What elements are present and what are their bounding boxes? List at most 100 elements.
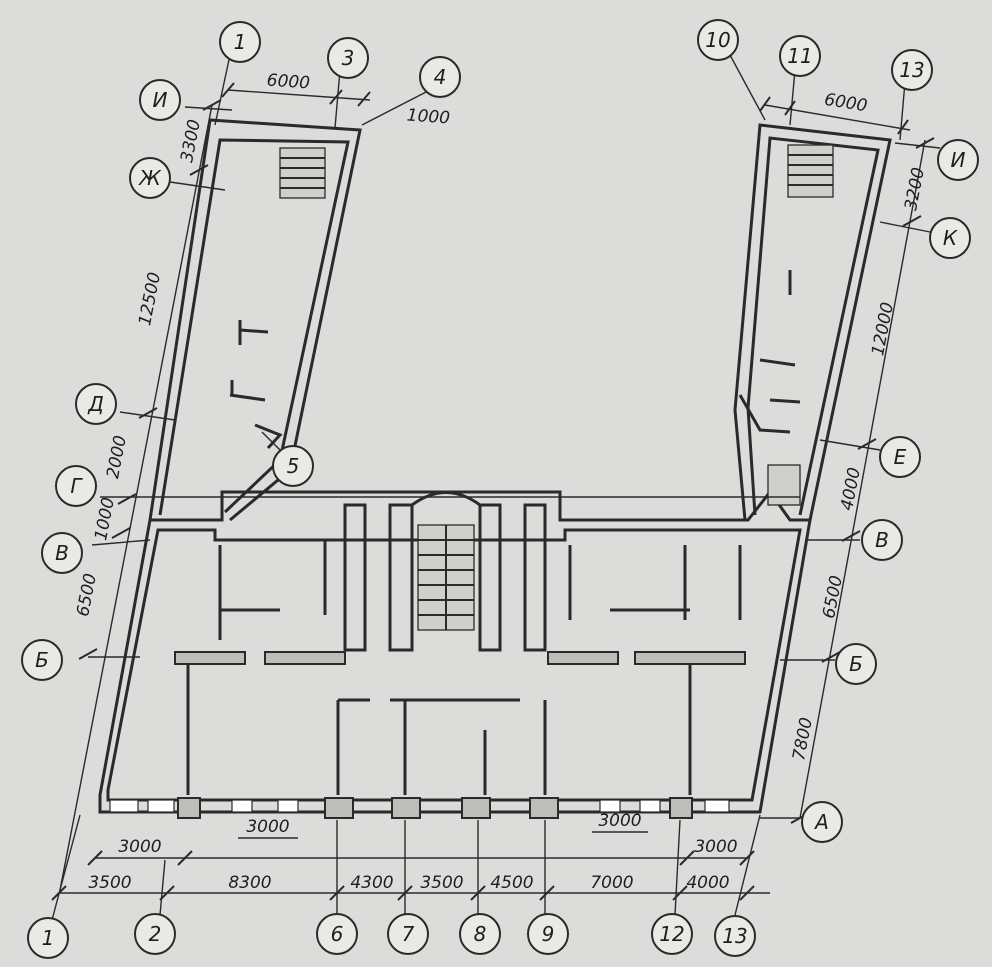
axis-bubble-bottom-6: 6 (316, 913, 358, 955)
svg-text:Ж: Ж (137, 166, 162, 190)
svg-text:Е: Е (894, 445, 907, 469)
svg-text:К: К (943, 226, 958, 250)
axis-bubble-top-10: 10 (697, 19, 739, 61)
axis-bubble-top-11: 11 (779, 35, 821, 77)
left-dimension-ticks (78, 99, 222, 660)
dim-bottom-3500: 3500 (88, 873, 131, 893)
dim-left-2000: 2000 (103, 434, 131, 480)
axis-bubble-left-b: Б (21, 639, 63, 681)
svg-text:Д: Д (87, 392, 104, 416)
left-axis-extension-lines (88, 106, 800, 658)
dim-bottom-8300: 8300 (228, 873, 271, 893)
top-right-ticks (759, 96, 909, 135)
right-wing-stair (738, 144, 834, 506)
central-stair-block (343, 491, 547, 652)
svg-text:5: 5 (287, 454, 300, 478)
svg-text:13: 13 (722, 924, 747, 948)
axis-bubble-left-zh: Ж (129, 157, 171, 199)
dim-left-6500: 6500 (73, 572, 101, 618)
axis-bubble-left-v: В (41, 532, 83, 574)
right-wing-outer-wall (733, 123, 892, 521)
axis-bubble-bottom-12: 12 (651, 913, 693, 955)
corridor-walls (174, 540, 746, 795)
axis-bubble-bottom-7: 7 (387, 913, 429, 955)
left-wing-outer-wall (148, 118, 362, 522)
dim-left-12500: 12500 (135, 271, 165, 328)
facade-piers (109, 797, 730, 819)
axis-bubble-right-v: В (861, 519, 903, 561)
svg-text:12: 12 (659, 922, 684, 946)
top-left-dimension-line (227, 89, 371, 101)
right-wing-inner-wall (746, 136, 880, 516)
svg-text:6: 6 (331, 922, 344, 946)
svg-text:3: 3 (342, 46, 355, 70)
axis-bubble-right-a: А (801, 801, 843, 843)
dim-bottom-4000: 4000 (686, 873, 729, 893)
dim-left-1000: 1000 (91, 496, 119, 542)
top-left-ticks (221, 82, 371, 107)
axis-bubble-right-b: Б (835, 643, 877, 685)
right-dimension-line (799, 139, 926, 819)
svg-text:В: В (875, 528, 889, 552)
svg-text:В: В (55, 541, 69, 565)
axis-bubble-bottom-1: 1 (27, 917, 69, 959)
svg-text:8: 8 (474, 922, 487, 946)
svg-text:13: 13 (899, 58, 924, 82)
dim-bottom-4500: 4500 (490, 873, 533, 893)
dim-bottom-7000: 7000 (590, 873, 633, 893)
svg-text:11: 11 (787, 44, 812, 68)
svg-text:4: 4 (434, 65, 447, 89)
svg-text:1: 1 (234, 30, 247, 54)
dim-inner-3000-a: 3000 (118, 837, 161, 857)
svg-text:2: 2 (149, 922, 162, 946)
dim-right-3200: 3200 (901, 166, 929, 212)
svg-text:10: 10 (705, 28, 730, 52)
dim-right-7800: 7800 (789, 716, 817, 762)
dim-top-right-6000: 6000 (823, 90, 869, 117)
svg-text:Б: Б (35, 648, 49, 672)
bottom-axis-extension-lines (51, 814, 761, 921)
left-wing-inner-wall (158, 138, 350, 516)
axis-bubble-left-d: Д (75, 383, 117, 425)
axis-bubble-top-13: 13 (891, 49, 933, 91)
svg-text:1: 1 (42, 926, 55, 950)
axis-bubble-top-1: 1 (219, 21, 261, 63)
axis-bubble-left-i: И (139, 79, 181, 121)
dim-left-3300: 3300 (177, 118, 205, 164)
dim-bottom-3500b: 3500 (420, 873, 463, 893)
dim-top-left-1000: 1000 (406, 106, 451, 129)
dim-right-6500: 6500 (819, 574, 847, 620)
callout-bubble-5: 5 (272, 445, 314, 487)
axis-bubble-right-e: Е (879, 436, 921, 478)
top-right-extension-lines (729, 54, 906, 141)
left-wing-stair (229, 147, 326, 450)
top-left-extension-lines (214, 54, 431, 129)
right-axis-extension-lines (760, 142, 941, 819)
dim-inner-3000-b: 3000 (246, 817, 289, 837)
dim-inner-3000-c: 3000 (598, 811, 641, 831)
axis-bubble-bottom-2: 2 (134, 913, 176, 955)
svg-text:Б: Б (849, 652, 863, 676)
svg-text:7: 7 (402, 922, 415, 946)
axis-bubble-left-g: Г (55, 465, 97, 507)
dim-right-12000: 12000 (868, 301, 898, 358)
svg-text:И: И (951, 148, 966, 172)
axis-bubble-right-k: К (929, 217, 971, 259)
dim-right-4000: 4000 (837, 466, 865, 512)
dim-bottom-4300: 4300 (350, 873, 393, 893)
svg-text:А: А (813, 810, 829, 834)
axis-bubble-top-3: 3 (327, 37, 369, 79)
axis-bubble-top-4: 4 (419, 56, 461, 98)
dim-top-left-6000: 6000 (266, 71, 311, 94)
svg-text:9: 9 (542, 922, 555, 946)
main-block-outer-wall (98, 489, 812, 814)
dim-inner-3000-d: 3000 (694, 837, 737, 857)
axis-bubble-bottom-9: 9 (527, 913, 569, 955)
axis-bubble-right-i: И (937, 139, 979, 181)
axis-bubble-bottom-8: 8 (459, 913, 501, 955)
axis-bubble-bottom-13: 13 (714, 915, 756, 957)
svg-text:Г: Г (70, 474, 83, 498)
svg-text:И: И (153, 88, 168, 112)
